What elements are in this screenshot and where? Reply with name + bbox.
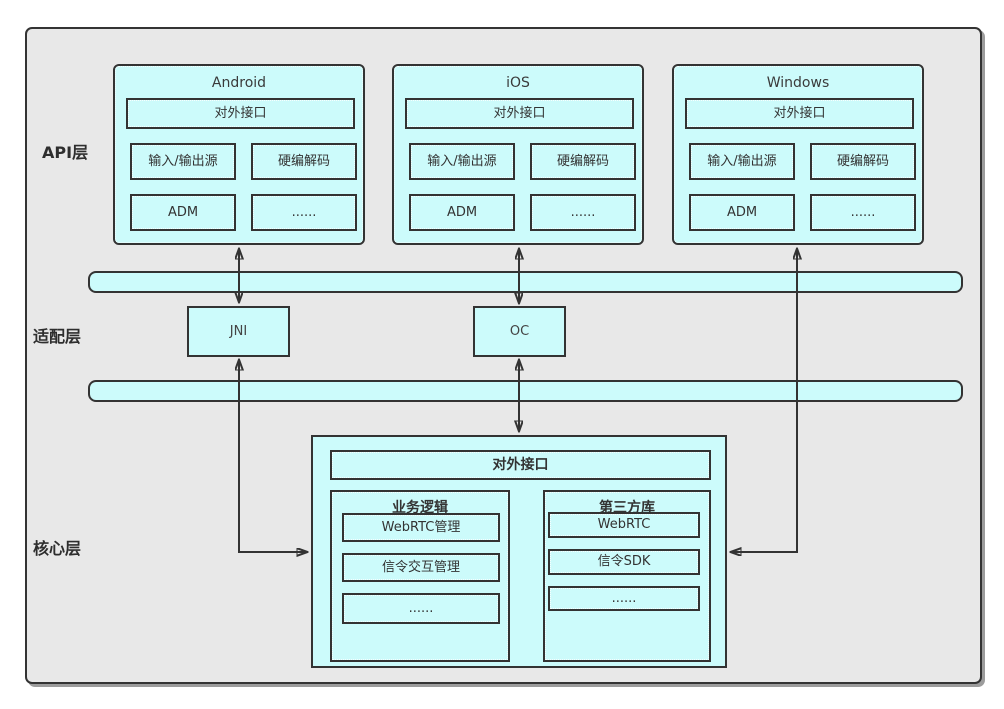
cell-more: ...... (530, 194, 636, 231)
item-signal-interaction-manage: 信令交互管理 (342, 553, 500, 582)
bus-bar-lower (88, 380, 963, 402)
jni-box: JNI (187, 306, 290, 357)
cell-adm: ADM (689, 194, 795, 231)
oc-box: OC (473, 306, 566, 357)
core-interface-bar: 对外接口 (330, 450, 711, 480)
panel-business-logic: 业务逻辑 WebRTC管理 信令交互管理 ...... (330, 490, 510, 662)
platform-interface-bar: 对外接口 (126, 98, 355, 129)
cell-more: ...... (810, 194, 916, 231)
item-webrtc-manage: WebRTC管理 (342, 513, 500, 542)
item-more: ...... (548, 586, 700, 611)
cell-input-output-source: 输入/输出源 (689, 143, 795, 180)
item-webrtc: WebRTC (548, 512, 700, 538)
platform-box-ios: iOS 对外接口 输入/输出源 硬编解码 ADM ...... (392, 64, 644, 245)
platform-title: Windows (766, 75, 830, 91)
platform-box-android: Android 对外接口 输入/输出源 硬编解码 ADM ...... (113, 64, 365, 245)
cell-adm: ADM (409, 194, 515, 231)
bus-bar-upper (88, 271, 963, 293)
platform-interface-bar: 对外接口 (405, 98, 634, 129)
panel-third-party: 第三方库 WebRTC 信令SDK ...... (543, 490, 711, 662)
platform-title: Android (211, 75, 267, 91)
platform-title: iOS (506, 75, 530, 91)
cell-adm: ADM (130, 194, 236, 231)
layer-label-adapter: 适配层 (33, 327, 82, 346)
layer-label-api: API层 (42, 143, 89, 162)
platform-interface-bar: 对外接口 (685, 98, 914, 129)
layer-label-core: 核心层 (33, 539, 82, 558)
platform-box-windows: Windows 对外接口 输入/输出源 硬编解码 ADM ...... (672, 64, 924, 245)
panel-title: 业务逻辑 (392, 500, 448, 516)
cell-hw-codec: 硬编解码 (530, 143, 636, 180)
item-more: ...... (342, 593, 500, 624)
item-signal-sdk: 信令SDK (548, 549, 700, 575)
cell-more: ...... (251, 194, 357, 231)
core-box: 对外接口 业务逻辑 WebRTC管理 信令交互管理 ...... 第三方库 We… (311, 435, 727, 668)
cell-input-output-source: 输入/输出源 (130, 143, 236, 180)
cell-hw-codec: 硬编解码 (810, 143, 916, 180)
cell-input-output-source: 输入/输出源 (409, 143, 515, 180)
cell-hw-codec: 硬编解码 (251, 143, 357, 180)
